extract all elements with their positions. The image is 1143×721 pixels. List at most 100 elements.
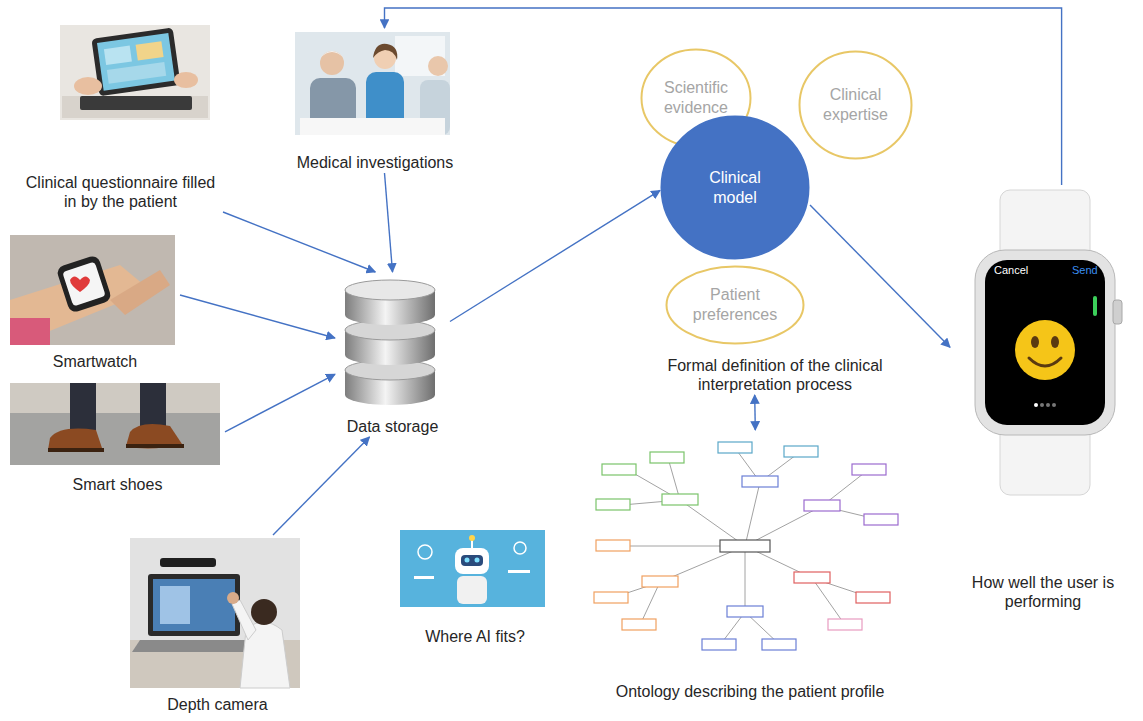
- ontology-boxes-part: [594, 592, 628, 603]
- ai-robot-picture-part: [514, 542, 526, 554]
- ontology-graph-part: [745, 482, 760, 546]
- arrow-connector: [273, 437, 370, 535]
- ontology-boxes: [594, 442, 898, 650]
- meeting-photo-part: [300, 118, 445, 135]
- picture-part-part: [136, 41, 164, 60]
- source-picture: Smart shoes: [10, 380, 225, 495]
- caption: Smartwatch: [53, 352, 137, 372]
- smartwatch-picture-part: [1051, 336, 1059, 348]
- smartwatch-picture-part: [975, 250, 1115, 435]
- input-circle: Patient preferences: [665, 265, 805, 345]
- ai-robot-picture-part: [400, 530, 545, 607]
- shoes-photo-part: [48, 448, 104, 452]
- database-cylinder-part: [345, 280, 435, 300]
- depth-camera-photo-part: [232, 600, 256, 640]
- ontology-boxes-part: [596, 540, 630, 551]
- shoes-photo-part: [126, 444, 184, 448]
- circle-label: Clinical expertise: [814, 85, 898, 124]
- ontology-boxes-part: [596, 499, 630, 510]
- meeting-photo-part: [295, 32, 450, 135]
- circle-outline: [798, 50, 913, 160]
- smartwatch-photo-part: [110, 270, 170, 315]
- database-cylinder-part: [345, 305, 435, 325]
- picture-part-part: [104, 46, 132, 65]
- picture-part-part: [107, 62, 166, 84]
- depth-camera-photo: [130, 538, 300, 688]
- source-picture: Clinical questionnaire filled in by the …: [18, 22, 223, 212]
- caption: Clinical questionnaire filled in by the …: [21, 173, 221, 212]
- picture-part: [91, 27, 180, 96]
- ontology-boxes-part: [718, 442, 752, 453]
- smartwatch-picture-part: [1093, 296, 1097, 316]
- database-cylinder-part: [345, 345, 435, 365]
- ontology-boxes-part: [720, 540, 770, 552]
- ai-robot-picture-part: [457, 576, 487, 604]
- circle-label: Clinical model: [690, 168, 780, 207]
- ontology-boxes-part: [762, 639, 796, 650]
- tablet-photo-part: [62, 96, 208, 118]
- circle-shape: [667, 267, 804, 344]
- arrow-connector: [754, 395, 756, 430]
- source-picture: Smartwatch: [10, 232, 180, 372]
- circle-label: Patient preferences: [683, 285, 787, 324]
- depth-camera-photo-part: [160, 586, 190, 624]
- shoes-photo-part: [10, 383, 220, 413]
- tablet-photo: [60, 25, 210, 120]
- circle-shape: [800, 52, 912, 159]
- ai-robot-picture-part: [461, 555, 483, 566]
- ai-robot-picture-part: [418, 545, 432, 559]
- arrow-connector: [810, 205, 950, 347]
- depth-camera-photo-part: [227, 592, 239, 604]
- meeting-photo: [295, 32, 450, 135]
- circle-shape: [662, 117, 809, 259]
- depth-camera-photo-part: [251, 599, 277, 625]
- ontology-boxes-part: [784, 446, 818, 457]
- smartwatch-picture-part: [1029, 358, 1061, 366]
- ontology-boxes-part: [622, 619, 656, 630]
- ontology-boxes-part: [650, 452, 684, 463]
- shoes-photo-part: [10, 383, 220, 465]
- arrow-connector: [225, 374, 335, 432]
- depth-camera-photo-part: [153, 579, 235, 631]
- meeting-photo-part: [320, 51, 344, 58]
- ai-robot-picture-part: [414, 576, 434, 579]
- picture-node: Where AI fits?: [395, 525, 555, 647]
- smartwatch-photo-part: [56, 254, 113, 313]
- input-circle: Clinical expertise: [798, 50, 913, 160]
- device-picture: How well the user is performing: [950, 185, 1136, 612]
- tablet-photo-part: [174, 72, 198, 88]
- picture-part-part: [91, 27, 180, 96]
- meeting-photo-part: [320, 51, 344, 75]
- ai-robot-picture-part: [455, 548, 489, 574]
- ai-robot-picture-part: [465, 558, 470, 563]
- smartwatch-picture-part: [1040, 403, 1044, 407]
- smartwatch-picture-part: [1034, 403, 1038, 407]
- smartwatch-picture-part: [1113, 300, 1122, 324]
- smartwatch-picture-part: [1052, 403, 1056, 407]
- caption: Smart shoes: [73, 475, 163, 495]
- smartwatch-photo-part: [10, 235, 175, 345]
- ontology-boxes-part: [794, 572, 830, 583]
- ontology-boxes-part: [864, 514, 898, 525]
- smartwatch-picture-part: [1031, 336, 1039, 348]
- source-picture: Depth camera: [125, 535, 310, 715]
- shoes-photo: [10, 383, 220, 465]
- caption: How well the user is performing: [956, 573, 1131, 612]
- smartwatch-picture: [975, 190, 1122, 495]
- circle-outline: [660, 115, 810, 260]
- smartwatch-photo-part: [10, 318, 50, 345]
- database-cylinder: [345, 280, 435, 405]
- depth-camera-photo-part: [160, 558, 216, 567]
- arrow-connector: [450, 190, 660, 321]
- database-node: Data storage: [335, 272, 450, 437]
- smartwatch-picture-part: [1046, 403, 1050, 407]
- depth-camera-photo-part: [132, 640, 256, 652]
- ai-robot-picture-part: [469, 535, 475, 541]
- model-circle: Clinical model: [660, 115, 810, 260]
- ontology-boxes-part: [642, 576, 678, 587]
- arrow-connector: [180, 295, 335, 338]
- smartwatch-photo: [10, 235, 175, 345]
- arrow-connector: [223, 212, 375, 272]
- ontology-boxes-part: [852, 464, 886, 475]
